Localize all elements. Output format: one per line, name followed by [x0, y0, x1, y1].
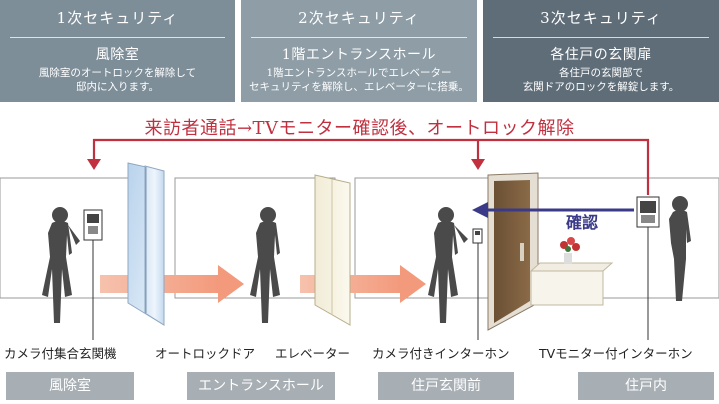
unit-front-door — [487, 172, 539, 331]
panel-description-line-1: 各住戸の玄関部で — [559, 67, 643, 79]
confirm-label: 確認 — [566, 213, 598, 232]
flow-title: 来訪者通話→TVモニター確認後、オートロック解除 — [144, 118, 575, 139]
label-camera-intercom: カメラ付集合玄関機 — [4, 346, 117, 361]
panel-description: 1階エントランスホールでエレベーター セキュリティを解除し、エレベーターに搭乗。 — [247, 66, 471, 94]
flow-line — [92, 138, 650, 195]
label-elevator: エレベーター — [275, 346, 351, 361]
panel-divider — [493, 37, 709, 38]
zone-entrance-hall: エントランスホール — [187, 372, 335, 400]
security-flow-illustration: 確認 — [0, 138, 719, 340]
elevator-door — [314, 174, 351, 326]
panel-description-line-1: 1階エントランスホールでエレベーター — [266, 67, 452, 79]
panel-level-title: 2次セキュリティ — [298, 9, 420, 27]
panel-level-title: 3次セキュリティ — [540, 9, 662, 27]
security-panel-1: 1次セキュリティ 風除室 風除室のオートロックを解除して 邸内に入ります。 — [0, 0, 235, 102]
panel-description: 風除室のオートロックを解除して 邸内に入ります。 — [6, 66, 229, 94]
confirm-arrow — [472, 202, 634, 218]
panel-place: 1階エントランスホール — [281, 47, 437, 63]
panel-description-line-2: 玄関ドアのロックを解錠します。 — [522, 81, 680, 93]
tv-monitor-intercom-device — [636, 196, 660, 340]
security-panel-3: 3次セキュリティ 各住戸の玄関扉 各住戸の玄関部で 玄関ドアのロックを解錠します… — [483, 0, 719, 102]
panel-description-line-2: セキュリティを解除し、エレベーターに搭乗。 — [249, 81, 469, 93]
label-tv-monitor-intercom: TVモニター付インターホン — [539, 346, 693, 361]
auto-lock-door — [127, 162, 165, 326]
camera-door-intercom-device — [472, 228, 483, 340]
flow-arrowhead-left — [87, 159, 101, 170]
panel-level-title: 1次セキュリティ — [56, 9, 179, 27]
panel-description-line-1: 風除室のオートロックを解除して — [38, 67, 197, 79]
visitor-silhouette-1 — [42, 207, 80, 323]
label-camera-door-intercom: カメラ付きインターホン — [372, 346, 510, 361]
label-auto-lock-door: オートロックドア — [155, 346, 256, 361]
zone-vestibule: 風除室 — [6, 372, 134, 400]
panel-place: 各住戸の玄関扉 — [550, 47, 652, 63]
zone-unit-interior: 住戸内 — [578, 372, 714, 400]
panel-place: 風除室 — [95, 47, 140, 63]
panel-divider — [10, 37, 225, 38]
visitor-silhouette-2 — [250, 207, 280, 323]
security-panel-2: 2次セキュリティ 1階エントランスホール 1階エントランスホールでエレベーター … — [241, 0, 477, 102]
flow-arrowhead-right — [471, 159, 485, 170]
panel-description-line-2: 邸内に入ります。 — [76, 81, 159, 93]
visitor-silhouette-3 — [428, 207, 468, 323]
resident-silhouette — [669, 196, 691, 301]
table-with-flowers — [529, 237, 614, 306]
zone-unit-front: 住戸玄関前 — [378, 372, 514, 400]
panel-divider — [251, 37, 467, 38]
visitor-silhouettes — [42, 196, 691, 323]
panel-description: 各住戸の玄関部で 玄関ドアのロックを解錠します。 — [489, 66, 713, 94]
camera-intercom-device — [83, 209, 103, 340]
